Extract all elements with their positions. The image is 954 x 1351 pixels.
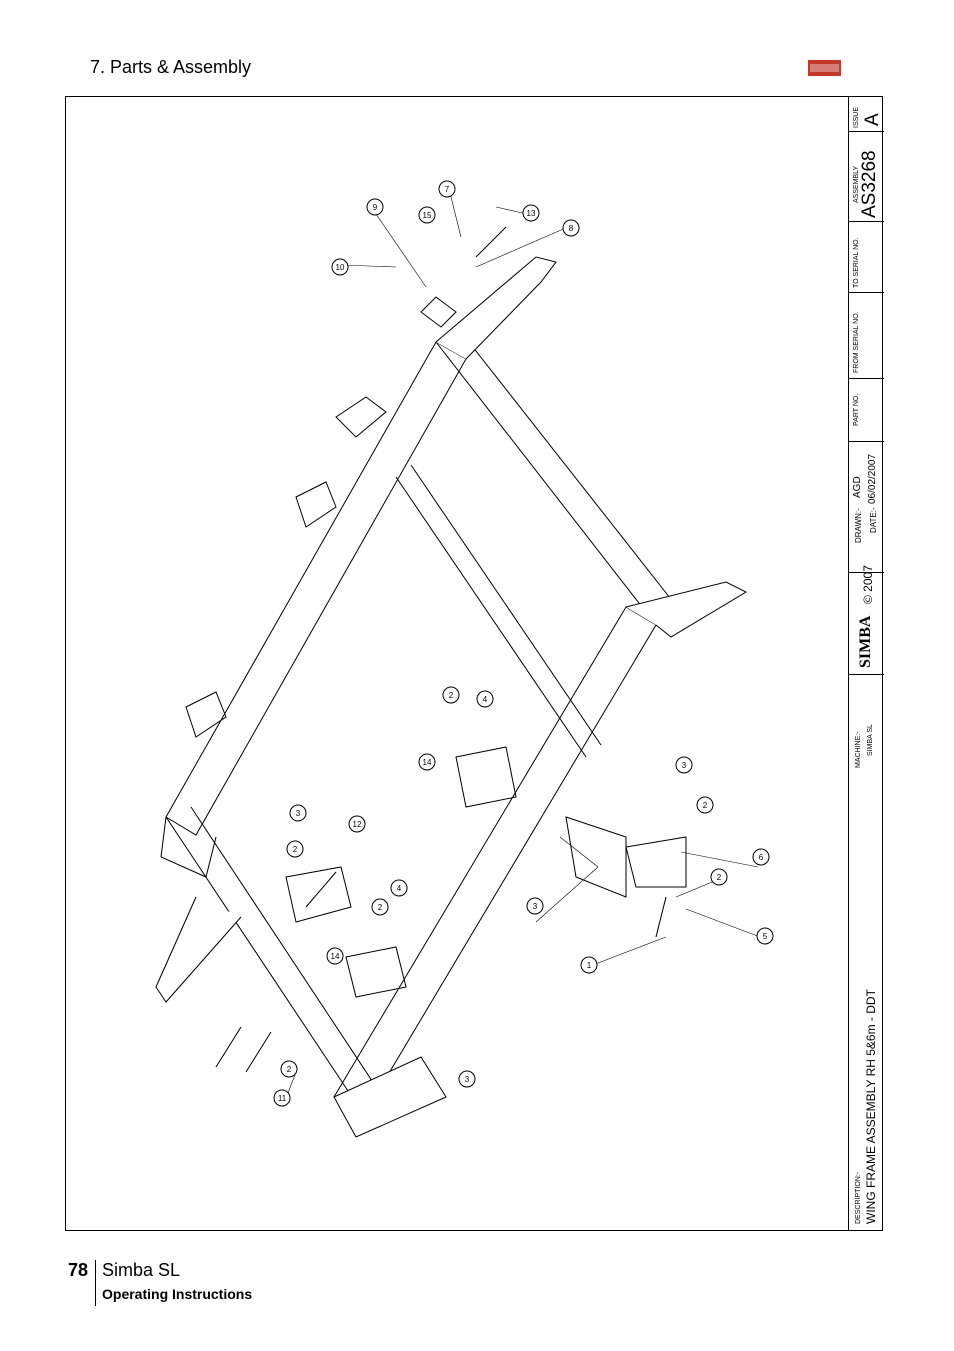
machine-value: SIMBA SL: [867, 724, 874, 756]
svg-text:2: 2: [293, 845, 298, 854]
svg-text:9: 9: [373, 203, 378, 212]
balloon-11: 11: [273, 1089, 291, 1107]
balloon-6: 6: [752, 848, 770, 866]
part-no-label: PART NO.: [853, 393, 860, 426]
svg-text:2: 2: [717, 873, 722, 882]
footer-divider: [95, 1260, 96, 1306]
drawing-frame: [65, 96, 883, 1231]
exploded-parts-drawing: 1 2 2 2 2 2 2 3 3 3 3 4 4 5 6 7 8 9 10 1…: [155, 180, 774, 1138]
svg-text:14: 14: [423, 758, 432, 767]
balloon-4b: 4: [390, 879, 408, 897]
svg-text:4: 4: [397, 884, 402, 893]
svg-text:13: 13: [527, 209, 536, 218]
svg-text:1: 1: [587, 961, 592, 970]
balloon-12: 12: [348, 815, 366, 833]
issue-value: A: [862, 113, 883, 126]
balloon-9: 9: [366, 198, 384, 216]
balloon-3d: 3: [675, 756, 693, 774]
balloon-10: 10: [331, 258, 349, 276]
svg-text:3: 3: [533, 902, 538, 911]
balloon-3a: 3: [289, 804, 307, 822]
balloon-8: 8: [562, 219, 580, 237]
to-serial-label: TO SERIAL NO.: [853, 237, 860, 288]
title-block: ISSUE A ASSEMBLY AS3268 TO SERIAL NO. FR…: [848, 96, 884, 1231]
svg-text:12: 12: [353, 820, 362, 829]
svg-text:3: 3: [296, 809, 301, 818]
svg-text:15: 15: [423, 211, 432, 220]
balloon-2a: 2: [442, 686, 460, 704]
assembly-number: AS3268: [859, 150, 880, 218]
issue-label: ISSUE: [853, 106, 860, 128]
svg-text:10: 10: [336, 263, 345, 272]
from-serial-label: FROM SERIAL NO.: [853, 311, 860, 373]
balloon-4a: 4: [476, 690, 494, 708]
drawn-label: DRAWN:-: [854, 508, 863, 543]
section-title: 7. Parts & Assembly: [90, 57, 252, 77]
svg-text:8: 8: [569, 224, 574, 233]
balloon-3b: 3: [526, 897, 544, 915]
svg-text:7: 7: [445, 185, 450, 194]
balloon-14a: 14: [418, 753, 436, 771]
balloon-2d: 2: [280, 1060, 298, 1078]
svg-text:5: 5: [763, 932, 768, 941]
balloon-15: 15: [418, 206, 436, 224]
balloon-2b: 2: [286, 840, 304, 858]
balloon-2f: 2: [710, 868, 728, 886]
svg-text:14: 14: [331, 952, 340, 961]
svg-text:2: 2: [449, 691, 454, 700]
balloon-2c: 2: [371, 898, 389, 916]
manual-subtitle: Operating Instructions: [102, 1286, 253, 1302]
balloon-3c: 3: [458, 1070, 476, 1088]
balloon-5: 5: [756, 927, 774, 945]
balloon-2e: 2: [696, 796, 714, 814]
date-value: 06/02/2007: [867, 453, 878, 504]
simba-logo: [808, 60, 841, 76]
balloon-13: 13: [522, 204, 540, 222]
drawn-value: AGD: [852, 476, 863, 498]
balloon-7: 7: [438, 180, 456, 198]
machine-label: MACHINE:-: [855, 731, 862, 768]
svg-text:2: 2: [703, 801, 708, 810]
svg-text:2: 2: [287, 1065, 292, 1074]
balloon-1: 1: [580, 956, 598, 974]
svg-text:4: 4: [483, 695, 488, 704]
svg-text:3: 3: [465, 1075, 470, 1084]
date-label: DATE:-: [869, 507, 878, 533]
svg-text:2: 2: [378, 903, 383, 912]
copyright: © 2007: [861, 565, 875, 604]
description-label: DESCRIPTION:-: [855, 1171, 862, 1224]
svg-text:3: 3: [682, 761, 687, 770]
product-name: Simba SL: [102, 1260, 181, 1280]
svg-text:6: 6: [759, 853, 764, 862]
svg-text:11: 11: [278, 1094, 287, 1103]
page-number: 78: [68, 1260, 89, 1280]
balloon-14b: 14: [326, 947, 344, 965]
title-block-logo: SIMBA: [857, 615, 874, 668]
description-value: WING FRAME ASSEMBLY RH 5&6m - DDT: [864, 989, 878, 1224]
